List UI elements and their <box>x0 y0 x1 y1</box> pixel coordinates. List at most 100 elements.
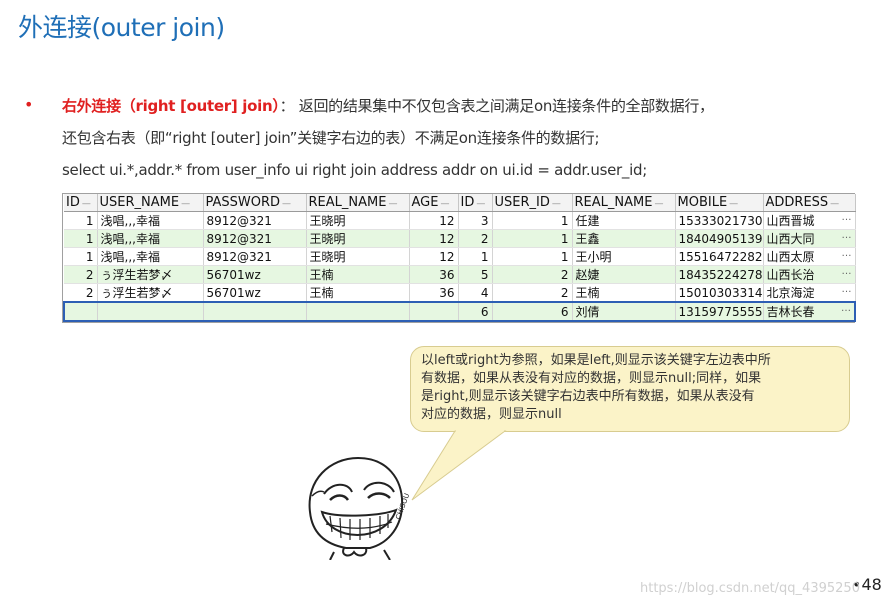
column-header[interactable]: AGE— <box>409 194 459 212</box>
table-cell[interactable]: 1 <box>64 247 98 266</box>
table-cell[interactable] <box>409 301 459 322</box>
table-cell[interactable]: 13159775555 <box>675 301 764 322</box>
table-cell[interactable]: 36 <box>409 265 459 284</box>
table-cell[interactable]: 王楠 <box>572 283 676 303</box>
sort-icon[interactable]: — <box>388 199 398 209</box>
column-header[interactable]: ADDRESS— <box>763 194 856 212</box>
table-cell[interactable]: 赵婕 <box>572 265 676 284</box>
table-cell[interactable]: 山西太原… <box>763 247 856 266</box>
table-cell[interactable]: 6 <box>458 301 493 322</box>
table-cell[interactable]: 浅唱,,,幸福 <box>97 229 204 248</box>
table-cell[interactable]: 王楠 <box>306 265 410 284</box>
cell-expand-icon[interactable]: … <box>841 266 852 277</box>
table-cell[interactable]: 36 <box>409 283 459 303</box>
sort-icon[interactable]: — <box>551 199 561 209</box>
table-cell[interactable]: 1 <box>492 211 573 230</box>
table-cell[interactable]: 12 <box>409 229 459 248</box>
column-header[interactable]: USER_NAME— <box>97 194 204 212</box>
sort-icon[interactable]: — <box>476 199 486 209</box>
cell-expand-icon[interactable]: … <box>841 212 852 223</box>
column-header[interactable]: MOBILE— <box>675 194 764 212</box>
column-header-label: PASSWORD <box>205 195 281 210</box>
table-cell[interactable]: 56701wz <box>203 283 307 303</box>
cell-expand-icon[interactable]: … <box>841 284 852 295</box>
table-cell[interactable]: 56701wz <box>203 265 307 284</box>
sort-icon[interactable]: — <box>440 199 450 209</box>
table-cell[interactable]: 1 <box>492 247 573 266</box>
sort-icon[interactable]: — <box>654 199 664 209</box>
column-header[interactable]: PASSWORD— <box>203 194 307 212</box>
table-cell[interactable]: 8912@321 <box>203 211 307 230</box>
bullet-line-2: 还包含右表（即“right [outer] join”关键字右边的表）不满足on… <box>62 129 600 147</box>
table-cell[interactable]: 1 <box>458 247 493 266</box>
column-header-label: AGE <box>411 195 439 210</box>
table-cell[interactable]: 15333021730 <box>675 211 764 230</box>
table-cell[interactable]: 王晓明 <box>306 211 410 230</box>
table-cell[interactable]: 15516472282 <box>675 247 764 266</box>
column-header-label: USER_NAME <box>99 195 180 210</box>
table-cell[interactable] <box>97 301 204 322</box>
table-cell[interactable]: 3 <box>458 211 493 230</box>
table-cell[interactable]: 山西长治… <box>763 265 856 284</box>
table-cell[interactable]: 任建 <box>572 211 676 230</box>
table-cell[interactable]: 12 <box>409 247 459 266</box>
table-cell[interactable]: 王楠 <box>306 283 410 303</box>
table-cell[interactable]: 刘倩 <box>572 301 676 322</box>
grinning-meme-face-icon: CHISOU <box>308 456 411 560</box>
sort-icon[interactable]: — <box>830 199 840 209</box>
table-cell[interactable]: ぅ浮生若梦〆 <box>97 265 204 284</box>
sort-icon[interactable]: — <box>282 199 292 209</box>
table-cell[interactable]: 2 <box>64 283 98 303</box>
result-table: ID—USER_NAME—PASSWORD—REAL_NAME—AGE—ID—U… <box>63 194 856 322</box>
sort-icon[interactable]: — <box>81 199 91 209</box>
sort-icon[interactable]: — <box>181 199 191 209</box>
table-cell[interactable]: 浅唱,,,幸福 <box>97 247 204 266</box>
table-cell[interactable]: 王晓明 <box>306 247 410 266</box>
table-cell[interactable]: 18435224278 <box>675 265 764 284</box>
table-cell[interactable]: 1 <box>64 229 98 248</box>
table-cell[interactable]: 1 <box>64 211 98 230</box>
table-cell[interactable]: 5 <box>458 265 493 284</box>
table-cell[interactable]: 山西晋城… <box>763 211 856 230</box>
table-cell[interactable]: 吉林长春… <box>763 301 856 322</box>
bullet-line-1-text: ： 返回的结果集中不仅包含表之间满足on连接条件的全部数据行， <box>279 97 714 115</box>
table-cell[interactable] <box>63 301 98 322</box>
table-cell[interactable]: 2 <box>458 229 493 248</box>
table-cell[interactable]: 浅唱,,,幸福 <box>97 211 204 230</box>
cell-expand-icon[interactable]: … <box>841 303 851 314</box>
table-cell[interactable]: 6 <box>492 301 573 322</box>
column-header[interactable]: ID— <box>458 194 493 212</box>
table-cell[interactable]: 2 <box>492 265 573 284</box>
table-cell[interactable]: 北京海淀… <box>763 283 856 303</box>
table-cell[interactable]: 2 <box>492 283 573 303</box>
cell-expand-icon[interactable]: … <box>841 230 852 241</box>
table-cell[interactable]: 4 <box>458 283 493 303</box>
table-cell[interactable]: 8912@321 <box>203 229 307 248</box>
table-cell[interactable]: 王鑫 <box>572 229 676 248</box>
table-cell[interactable] <box>306 301 410 322</box>
column-header[interactable]: REAL_NAME— <box>572 194 676 212</box>
cell-expand-icon[interactable]: … <box>841 248 852 259</box>
table-cell[interactable]: 王小明 <box>572 247 676 266</box>
column-header[interactable]: USER_ID— <box>492 194 573 212</box>
table-cell[interactable]: 18404905139 <box>675 229 764 248</box>
column-header[interactable]: ID— <box>64 194 98 212</box>
table-cell[interactable]: 2 <box>64 265 98 284</box>
table-cell[interactable]: 15010303314 <box>675 283 764 303</box>
table-cell[interactable]: 12 <box>409 211 459 230</box>
table-cell[interactable]: 王晓明 <box>306 229 410 248</box>
column-header[interactable]: REAL_NAME— <box>306 194 410 212</box>
sort-icon[interactable]: — <box>729 199 739 209</box>
table-cell[interactable]: 1 <box>492 229 573 248</box>
table-cell[interactable] <box>203 301 307 322</box>
table-cell[interactable]: 山西大同… <box>763 229 856 248</box>
watermark-url: https://blog.csdn.net/qq_4395250 <box>640 581 860 596</box>
table-cell[interactable]: ぅ浮生若梦〆 <box>97 283 204 303</box>
table-cell[interactable]: 8912@321 <box>203 247 307 266</box>
